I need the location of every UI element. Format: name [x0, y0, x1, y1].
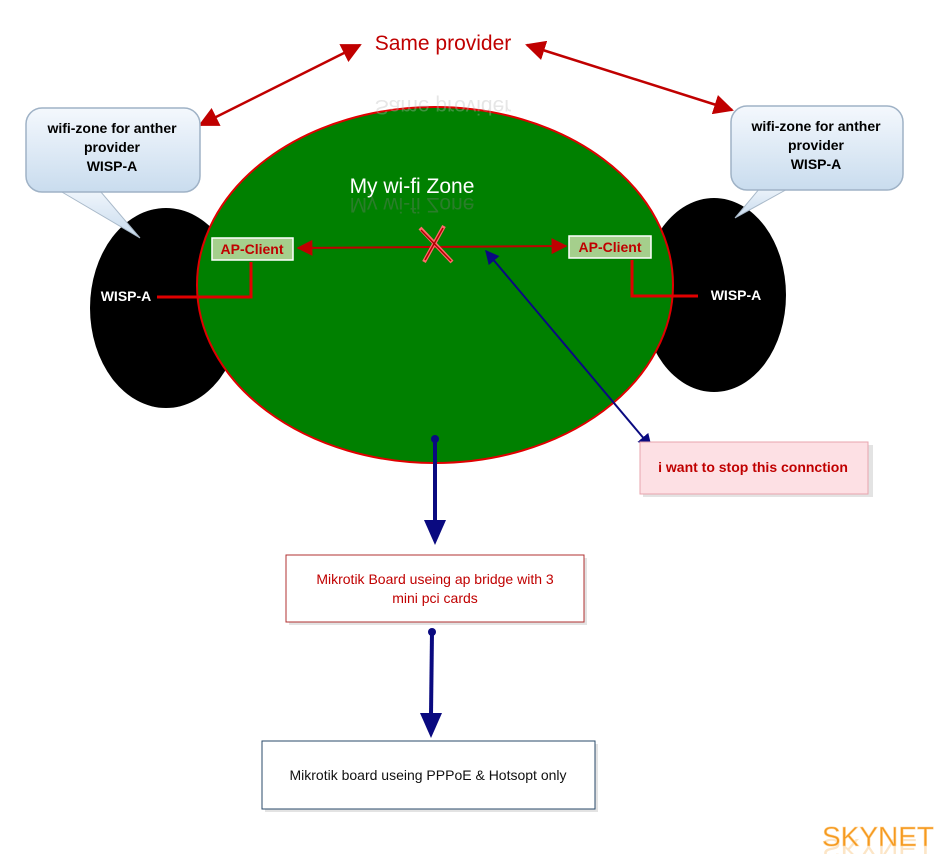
diagram-title: Same provider: [375, 32, 512, 55]
title-arrow-left: [198, 43, 362, 127]
callout-right-line2: provider: [788, 137, 845, 153]
callout-right: wifi-zone for anther provider WISP-A: [730, 105, 904, 219]
skynet-watermark: SKYNET: [822, 821, 934, 852]
callout-left: wifi-zone for anther provider WISP-A: [25, 107, 201, 239]
title-arrow-right: [525, 40, 734, 115]
wisp-left-link: [157, 262, 253, 299]
middle-down-arrowhead: [420, 713, 442, 738]
middle-box: Mikrotik Board useing ap bridge with 3 m…: [285, 554, 587, 625]
wisp-right-label: WISP-A: [711, 287, 762, 303]
stop-connection-arrow: [485, 249, 652, 449]
ap-client-right: AP-Client: [568, 235, 652, 259]
zone-down-arrowhead: [424, 520, 446, 545]
callout-left-line3: WISP-A: [87, 158, 138, 174]
note-box: i want to stop this connction: [639, 441, 873, 497]
wisp-right-zone: [642, 198, 786, 392]
wifi-zone: [196, 106, 674, 464]
skynet-watermark-reflection: SKYNET: [822, 833, 934, 854]
ap-client-left: AP-Client: [211, 237, 294, 261]
bottom-box-text: Mikrotik board useing PPPoE & Hotsopt on…: [289, 767, 566, 783]
callout-right-line1: wifi-zone for anther: [750, 118, 881, 134]
middle-box-line2: mini pci cards: [392, 590, 478, 606]
zone-label-reflection: My wi-fi Zone: [350, 193, 475, 216]
title-reflection: Same provider: [375, 95, 512, 118]
cross-mark-icon: [418, 225, 454, 264]
ap-client-left-label: AP-Client: [221, 241, 284, 257]
zone-label: My wi-fi Zone: [350, 175, 475, 198]
bottom-box: Mikrotik board useing PPPoE & Hotsopt on…: [261, 740, 598, 812]
callout-left-line2: provider: [84, 139, 141, 155]
note-text: i want to stop this connction: [658, 459, 848, 475]
callout-right-line3: WISP-A: [791, 156, 842, 172]
wisp-left-label: WISP-A: [101, 288, 152, 304]
callout-left-line1: wifi-zone for anther: [46, 120, 177, 136]
middle-box-line1: Mikrotik Board useing ap bridge with 3: [316, 571, 554, 587]
ap-client-right-label: AP-Client: [579, 239, 642, 255]
middle-down-arrow: [429, 631, 434, 716]
